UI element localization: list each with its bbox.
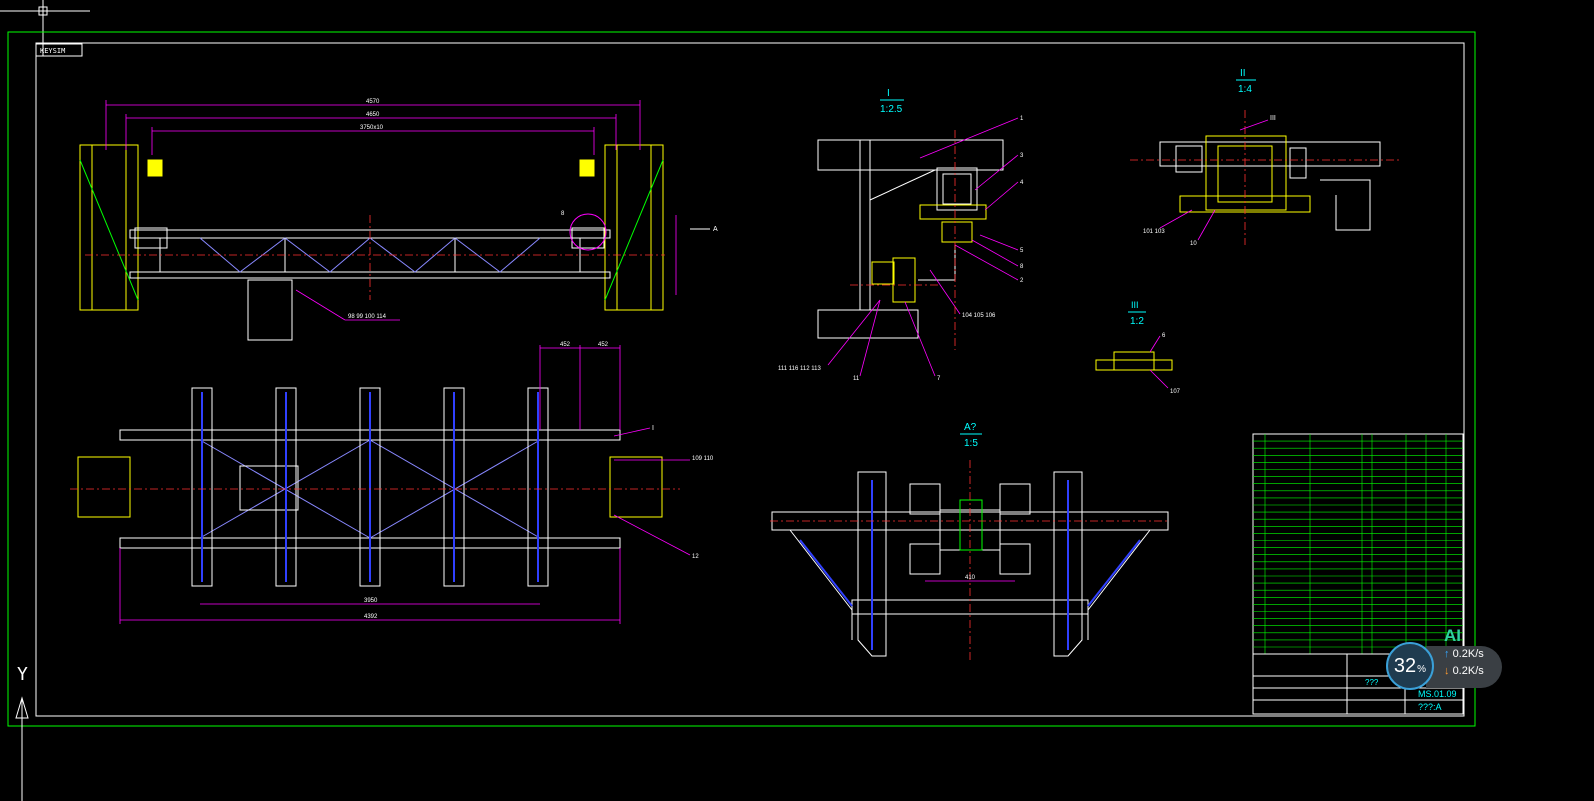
parts-list-table <box>1252 433 1464 655</box>
plan-callout-i: I <box>652 425 654 432</box>
view-a-title: A? <box>964 422 977 433</box>
detail-i-callout-5: 8 <box>1020 264 1024 270</box>
front-dim-1: 4570 <box>366 99 380 105</box>
plan-dim-bottom-1: 3950 <box>364 598 378 604</box>
detail-iii-callout-b: 107 <box>1170 389 1181 395</box>
detail-ii-refs: 101 103 <box>1143 229 1165 235</box>
detail-i-callout-2: 3 <box>1020 153 1024 159</box>
crosshair-cursor <box>0 0 90 56</box>
detail-ii-scale: 1:4 <box>1238 84 1252 95</box>
front-dim-2: 4650 <box>366 112 380 118</box>
network-rates: ↑ 0.2K/s ↓ 0.2K/s <box>1426 646 1502 688</box>
detail-i-title: I <box>887 88 890 99</box>
plan-dim-bottom-2: 4392 <box>364 614 378 620</box>
detail-i-callout-3: 4 <box>1020 180 1024 186</box>
plan-dim-top-2: 452 <box>598 342 609 348</box>
front-dimensions <box>105 100 677 321</box>
title-block: ??? MS.01.09 ???:A <box>1252 653 1464 715</box>
detail-ii-title: II <box>1240 68 1246 79</box>
front-view: 4570 4650 3750x10 98 99 100 114 A 8 <box>79 99 718 341</box>
detail-i-scale: 1:2.5 <box>880 104 903 115</box>
view-a-scale: 1:5 <box>964 438 978 449</box>
usage-percent-sign: % <box>1417 663 1427 675</box>
view-a: A? 1:5 410 <box>770 422 1170 662</box>
download-arrow-icon: ↓ <box>1444 665 1450 677</box>
front-section-arrow: A <box>713 226 718 233</box>
front-refs: 98 99 100 114 <box>348 314 387 320</box>
ai-badge: AI <box>1444 626 1461 645</box>
drawing-frame <box>7 31 1476 727</box>
usage-percent-ring: 32% <box>1386 642 1434 690</box>
right-column <box>604 144 664 311</box>
detail-iii: III 1:2 6 107 <box>1095 300 1181 395</box>
download-rate: 0.2K/s <box>1452 665 1484 677</box>
left-column <box>79 144 139 311</box>
detail-i: I 1:2.5 <box>778 88 1024 382</box>
upload-rate: 0.2K/s <box>1452 648 1484 660</box>
usage-percent: 32 <box>1393 654 1417 677</box>
detail-ii-ref: 10 <box>1190 241 1197 247</box>
plan-end-plates <box>77 456 663 518</box>
detail-i-callout-4: 5 <box>1020 248 1024 254</box>
plan-refs: 109 110 <box>692 456 714 462</box>
plan-cross-beams <box>191 387 549 587</box>
upload-rate-row: ↑ 0.2K/s <box>1444 646 1502 663</box>
detail-i-refs: 111 116 112 113 <box>778 366 821 372</box>
download-rate-row: ↓ 0.2K/s <box>1444 663 1502 680</box>
plan-dim-top-1: 452 <box>560 342 571 348</box>
front-centerlines <box>85 215 665 300</box>
upload-arrow-icon: ↑ <box>1444 648 1450 660</box>
title-block-scale: ???:A <box>1418 702 1442 712</box>
frame-label-box: KEYSIM <box>35 43 83 57</box>
detail-iii-scale: 1:2 <box>1130 316 1144 327</box>
detail-i-refs-2: 104 105 106 <box>962 313 996 319</box>
detail-iii-title: III <box>1131 300 1139 310</box>
plan-beam-cores <box>201 392 539 582</box>
front-callout: 8 <box>561 211 565 217</box>
detail-i-callout-8: 11 <box>853 376 860 382</box>
plan-view: 452 452 I 109 110 12 3950 4392 <box>70 342 714 624</box>
detail-ii: II 1:4 III 101 103 10 <box>1130 68 1400 247</box>
detail-i-callout-6: 2 <box>1020 278 1024 284</box>
detail-ii-subview: III <box>1270 115 1276 122</box>
drawing-number: MS.01.09 <box>1418 689 1457 699</box>
plan-dimensions <box>119 345 691 624</box>
detail-i-callout-7: 7 <box>937 376 941 382</box>
ucs-icon: Y <box>15 664 29 801</box>
frame-label: KEYSIM <box>40 47 65 55</box>
detail-iii-callout-a: 6 <box>1162 333 1166 339</box>
front-dim-3: 3750x10 <box>360 125 384 131</box>
title-block-unit: ??? <box>1365 678 1379 687</box>
network-speed-widget[interactable]: ↑ 0.2K/s ↓ 0.2K/s 32% <box>1386 642 1504 692</box>
plan-callout-12: 12 <box>692 554 699 560</box>
ucs-y-label: Y <box>17 664 28 685</box>
detail-i-callout-1: 1 <box>1020 116 1024 122</box>
front-hoists <box>147 159 595 177</box>
view-a-dim: 410 <box>965 575 976 581</box>
front-clamps <box>134 213 607 251</box>
